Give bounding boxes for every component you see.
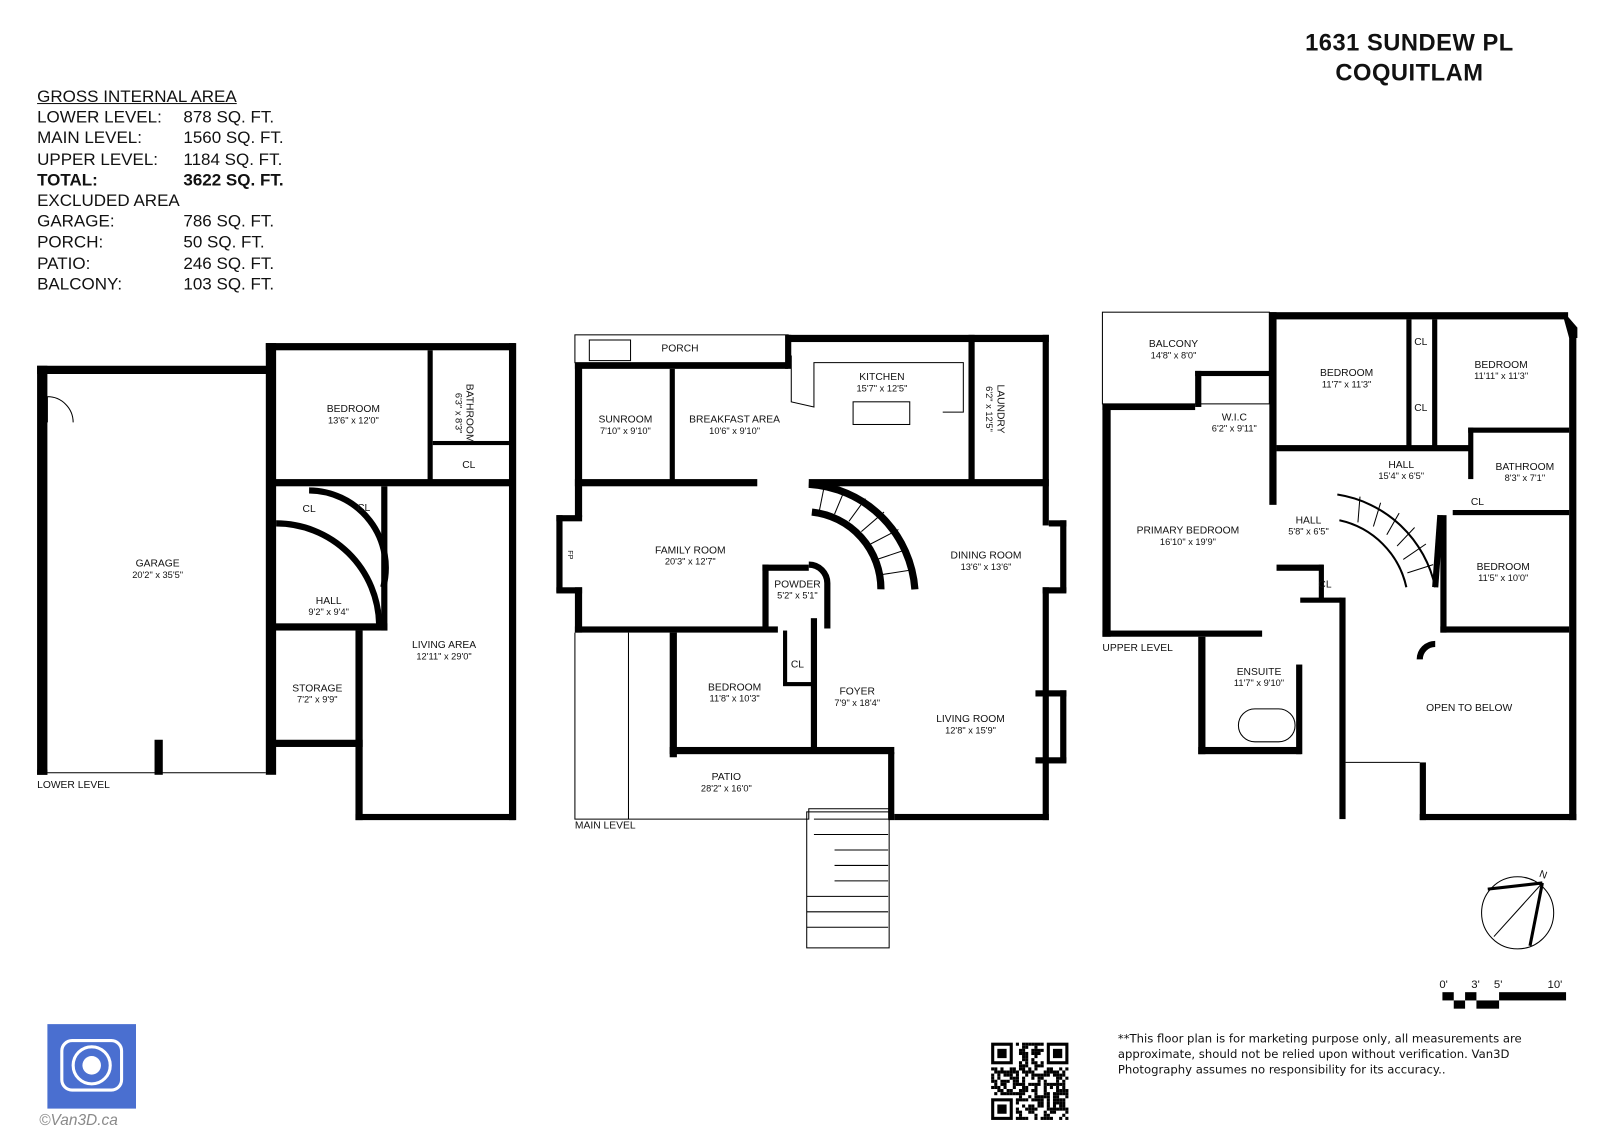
city-title: COQUITLAM — [1335, 58, 1484, 86]
main-level-walls — [556, 334, 1067, 821]
area-label: BALCONY: — [37, 274, 123, 294]
upper-level-walls — [1102, 312, 1578, 821]
area-label: LOWER LEVEL: — [37, 108, 162, 127]
area-label: GARAGE: — [37, 212, 115, 232]
area-heading: GROSS INTERNAL AREA — [37, 87, 237, 107]
scale-tick: 0' — [1439, 978, 1448, 992]
scale-bar — [1442, 992, 1567, 1009]
area-value: 1184 SQ. FT. — [183, 150, 283, 169]
scale-tick: 5' — [1493, 978, 1503, 992]
lower-stair — [276, 487, 389, 625]
address-title: 1631 SUNDEW PL — [1305, 28, 1514, 56]
disclaimer: **This floor plan is for marketing purpo… — [1117, 1032, 1522, 1077]
area-label: MAIN LEVEL: — [37, 129, 142, 148]
area-label: TOTAL: — [37, 170, 98, 190]
area-value: 246 SQ. FT. — [183, 254, 275, 273]
area-label: UPPER LEVEL: — [37, 150, 159, 169]
scale-tick: 3' — [1471, 978, 1480, 992]
level-label: MAIN LEVEL — [574, 820, 636, 832]
level-label: LOWER LEVEL — [37, 779, 110, 792]
main-stair — [808, 480, 919, 590]
watermark: ©Van3D.ca — [39, 1111, 118, 1130]
excluded-heading: EXCLUDED AREA — [37, 191, 180, 211]
closet-label: CL — [1318, 579, 1332, 591]
area-value: 1560 SQ. FT. — [183, 129, 284, 148]
van3d-logo-icon — [47, 1024, 136, 1109]
room-label: PORCH — [661, 343, 699, 355]
lower-level-walls — [37, 343, 517, 821]
area-value: 103 SQ. FT. — [183, 274, 275, 294]
closet-label: CL — [1414, 336, 1428, 349]
closet-label: CL — [1414, 402, 1428, 415]
closet-label: CL — [302, 503, 316, 516]
area-summary: GROSS INTERNAL AREA LOWER LEVEL: 878 SQ. … — [37, 87, 283, 295]
area-value: 786 SQ. FT. — [183, 212, 275, 232]
area-value: 3622 SQ. FT. — [183, 170, 284, 190]
upper-stair — [1337, 493, 1437, 588]
closet-label: CL — [462, 459, 476, 471]
area-label: PATIO: — [37, 254, 91, 273]
compass-icon — [1481, 876, 1555, 950]
area-label: PORCH: — [37, 233, 104, 252]
scale-tick: 10' — [1547, 978, 1563, 992]
area-value: 50 SQ. FT. — [183, 233, 265, 252]
room-label: OPEN TO BELOW — [1426, 702, 1513, 714]
level-label: UPPER LEVEL — [1102, 642, 1173, 655]
closet-label: CL — [1470, 496, 1485, 508]
fireplace-label: FP — [566, 550, 574, 560]
qr-code-icon — [991, 1042, 1069, 1120]
area-value: 878 SQ. FT. — [183, 108, 275, 127]
closet-label: CL — [790, 659, 805, 671]
closet-label: CL — [357, 502, 371, 515]
